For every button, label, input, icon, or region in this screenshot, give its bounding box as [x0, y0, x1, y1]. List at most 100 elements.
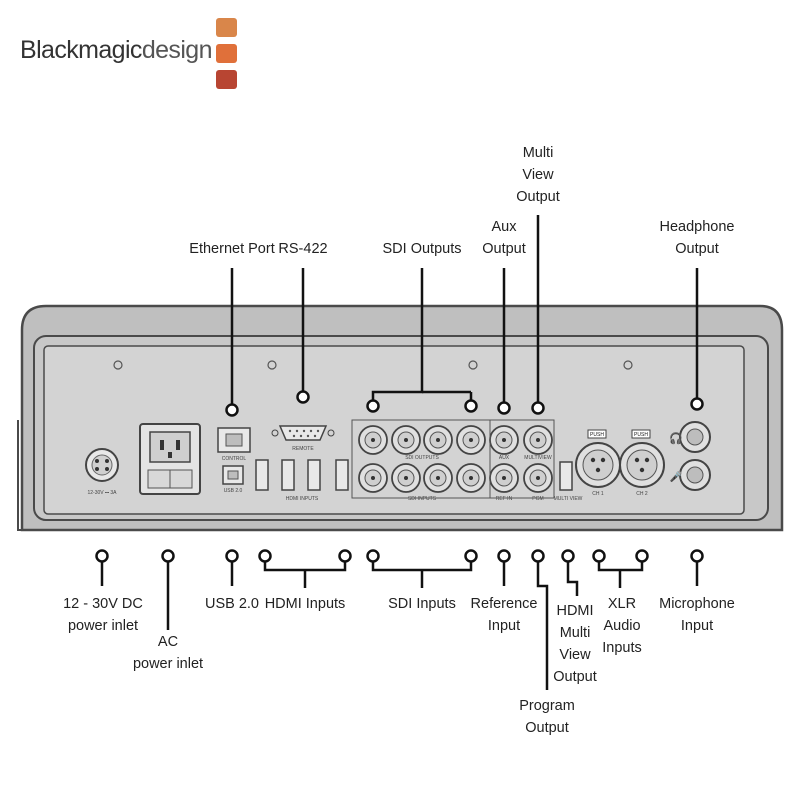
label-line: Input — [487, 618, 521, 634]
callout-dot-microphone — [690, 549, 704, 563]
panel-label-hdmi-inputs: HDMI INPUTS — [286, 496, 319, 502]
logo-square-1 — [216, 18, 237, 37]
callout-dot-dc — [95, 549, 109, 563]
label-line: Output — [675, 241, 719, 257]
label-line: Microphone — [659, 596, 735, 612]
callout-dot-xlr-left — [592, 549, 606, 563]
label-line: Reference — [470, 596, 538, 612]
label-line: XLR — [607, 596, 637, 612]
label-line: HDMI — [556, 603, 594, 619]
panel-label-multiview: MULTIVIEW — [524, 455, 552, 461]
panel-label-usb: USB 2.0 — [224, 488, 243, 494]
panel-label-ch1: CH 1 — [592, 491, 604, 497]
screw — [623, 360, 633, 370]
hdmi-input-port — [335, 459, 349, 491]
callout-dot-program — [531, 549, 545, 563]
label-sdi-outputs: SDI Outputs — [367, 238, 477, 260]
label-line: Headphone — [659, 219, 735, 235]
ac-power-connector — [139, 423, 201, 495]
callout-dot-rs422 — [296, 390, 310, 404]
label-line: Multi — [559, 625, 591, 641]
label-line: Aux — [491, 219, 517, 235]
sdi-input-bnc — [358, 463, 388, 493]
callout-dot-hdmi-right — [338, 549, 352, 563]
screw — [267, 360, 277, 370]
label-line: Output — [525, 720, 569, 736]
label-line: SDI Outputs — [382, 241, 462, 257]
callout-dot-ethernet — [225, 403, 239, 417]
label-ethernet-port: Ethernet Port — [176, 238, 288, 260]
label-line: Multi — [522, 145, 554, 161]
label-ac-power-inlet: AC power inlet — [118, 631, 218, 675]
label-rs422: RS-422 — [268, 238, 338, 260]
label-line: Output — [553, 669, 597, 685]
label-line: AC — [157, 634, 179, 650]
label-line: Audio — [603, 618, 641, 634]
headphone-icon: 🎧 — [669, 432, 683, 445]
label-line: Output — [482, 241, 526, 257]
callout-dot-ac — [161, 549, 175, 563]
hdmi-input-port — [281, 459, 295, 491]
xlr-input-ch1 — [575, 429, 621, 488]
panel-label-sdi-outputs: SDI OUTPUTS — [405, 455, 439, 461]
panel-label-push: PUSH — [590, 432, 604, 438]
usb-port — [222, 465, 244, 485]
callout-dot-sdi-in-right — [464, 549, 478, 563]
callout-dot-headphone — [690, 397, 704, 411]
sdi-output-bnc — [423, 425, 453, 455]
label-usb: USB 2.0 — [198, 593, 266, 615]
sdi-output-bnc — [456, 425, 486, 455]
panel-label-power: 12-30V ⎓ 3A — [87, 490, 117, 496]
logo-square-3 — [216, 70, 237, 89]
sdi-output-bnc — [358, 425, 388, 455]
callout-line-hdmi-multiview — [566, 561, 579, 596]
dc-power-connector — [85, 448, 119, 482]
logo-square-2 — [216, 44, 237, 63]
callout-line-program — [536, 561, 549, 690]
callout-dot-sdi-in-left — [366, 549, 380, 563]
microphone-jack — [679, 459, 711, 491]
ref-section-frame — [489, 419, 555, 499]
label-line: power inlet — [132, 656, 204, 672]
brand-logo: Blackmagicdesign — [20, 36, 213, 65]
sdi-input-bnc — [391, 463, 421, 493]
panel-label-control: CONTROL — [222, 456, 247, 462]
panel-label-ref-in: REF IN — [496, 496, 513, 502]
sdi-input-bnc — [456, 463, 486, 493]
label-line: Ethernet Port — [189, 241, 275, 257]
callout-dot-multiview — [531, 401, 545, 415]
bnc-connectors — [358, 425, 553, 493]
label-line: SDI Inputs — [388, 596, 456, 612]
panel-label-sdi-inputs: SDI INPUTS — [408, 496, 437, 502]
label-line: HDMI Inputs — [264, 596, 346, 612]
label-line: USB 2.0 — [205, 596, 259, 612]
callout-dot-sdi-outputs-left — [366, 399, 380, 413]
callout-line-sdi-outputs — [371, 268, 424, 400]
rs422-port — [271, 425, 335, 441]
microphone-icon: 🎤 — [670, 470, 683, 483]
label-line: Output — [516, 189, 560, 205]
brand-name-bold: Blackmagic — [20, 36, 142, 64]
panel-label-push: PUSH — [634, 432, 648, 438]
label-hdmi-inputs: HDMI Inputs — [255, 593, 355, 615]
ethernet-port — [217, 427, 251, 453]
callout-dot-usb — [225, 549, 239, 563]
program-output-bnc — [523, 463, 553, 493]
panel-label-ch2: CH 2 — [636, 491, 648, 497]
hdmi-input-port — [307, 459, 321, 491]
label-line: Inputs — [602, 640, 642, 656]
panel-label-remote: REMOTE — [292, 446, 314, 452]
panel-label-aux: AUX — [499, 455, 510, 461]
label-line: View — [522, 167, 554, 183]
label-line: View — [559, 647, 591, 663]
label-line: Input — [680, 618, 714, 634]
xlr-input-ch2 — [619, 429, 665, 488]
